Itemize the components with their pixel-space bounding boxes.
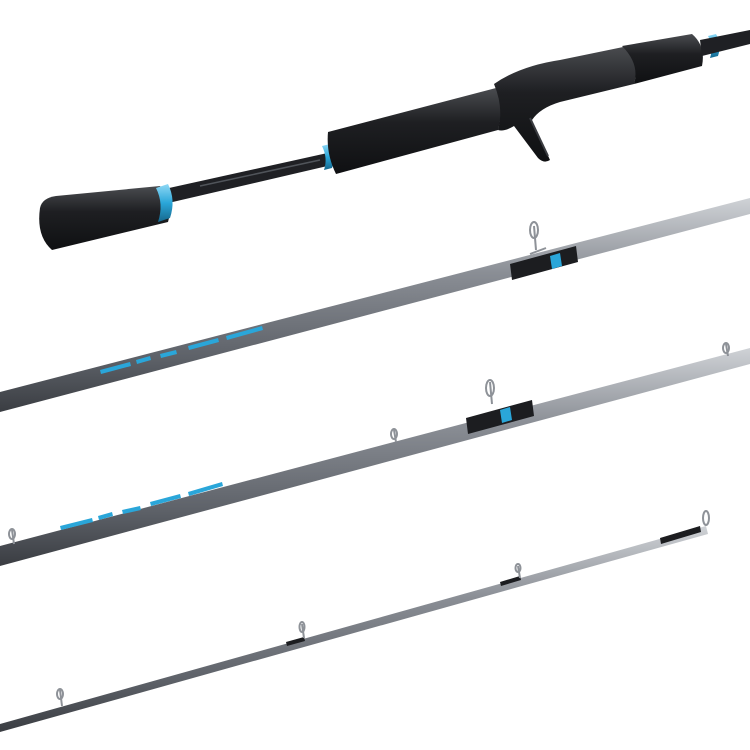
mid-section (0, 342, 750, 566)
butt-decal (100, 326, 263, 374)
butt-ferrule (510, 246, 578, 280)
tip-blank (0, 526, 708, 732)
fore-grip (327, 88, 501, 174)
reel-seat (494, 46, 636, 162)
handle-section (39, 30, 750, 250)
mid-decal (60, 482, 223, 530)
reel-seat-hood (622, 34, 703, 84)
mid-ferrule (466, 400, 534, 434)
mid-guide-right (722, 342, 730, 357)
tip-top-guide (702, 510, 710, 526)
tip-section (0, 510, 710, 732)
butt-section (0, 198, 750, 412)
handle-front-blank (700, 30, 750, 56)
butt-guide (529, 221, 547, 255)
mid-guide-left (8, 528, 16, 545)
tip-guide-3 (56, 688, 64, 707)
mid-guide-large (485, 379, 495, 405)
butt-winding-ring (156, 184, 173, 222)
handle-blank (160, 152, 336, 204)
tip-guide-2 (298, 621, 306, 639)
mid-guide-small (390, 428, 398, 443)
mid-blank (0, 348, 750, 566)
tip-guide-1 (514, 563, 522, 579)
rear-grip (39, 186, 170, 250)
